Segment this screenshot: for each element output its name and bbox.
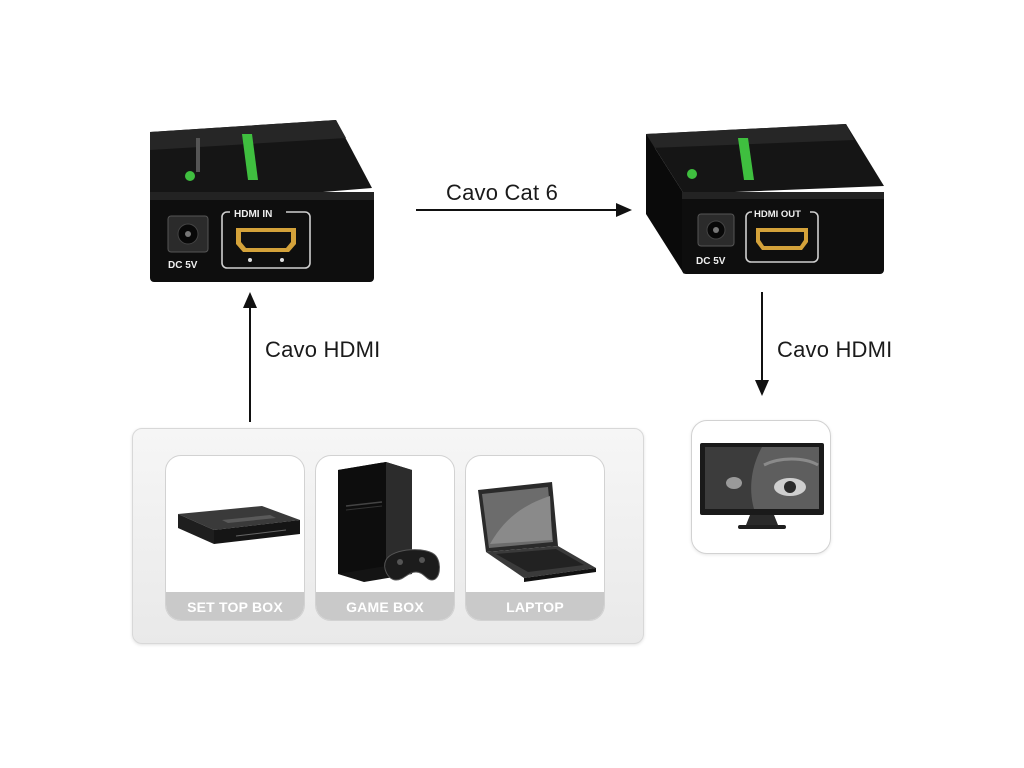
game-console-icon [338,462,440,582]
green-stripe [738,138,754,180]
cat6-cable-label: Cavo Cat 6 [446,180,559,205]
source-label: GAME BOX [316,592,454,620]
source-devices-panel: SET TOP BOX GAME BOX LAPTOP [132,428,644,644]
source-label: SET TOP BOX [166,592,304,620]
green-stripe [242,134,258,180]
hdmi-out-cable-label: Cavo HDMI [777,337,893,362]
source-label: LAPTOP [466,592,604,620]
hdmi-in-label: HDMI IN [234,209,272,220]
source-tile-laptop: LAPTOP [465,455,605,621]
source-tile-game-box: GAME BOX [315,455,455,621]
hdmi-out-label: HDMI OUT [754,209,801,220]
display-tile [691,420,831,554]
dc-power-label-rx: DC 5V [696,256,726,267]
hdmi-in-arrow [243,292,257,422]
source-tile-set-top-box: SET TOP BOX [165,455,305,621]
hdmi-out-arrow [755,292,769,396]
tv-icon [700,443,824,529]
laptop-icon [478,482,596,582]
hdmi-in-cable-label: Cavo HDMI [265,337,381,362]
hdmi-transmitter: DC 5V HDMI IN [150,120,374,282]
set-top-box-icon [178,506,300,544]
hdmi-receiver: DC 5V HDMI OUT [646,124,884,274]
cat6-arrow [416,203,632,217]
dc-power-label-tx: DC 5V [168,260,198,271]
